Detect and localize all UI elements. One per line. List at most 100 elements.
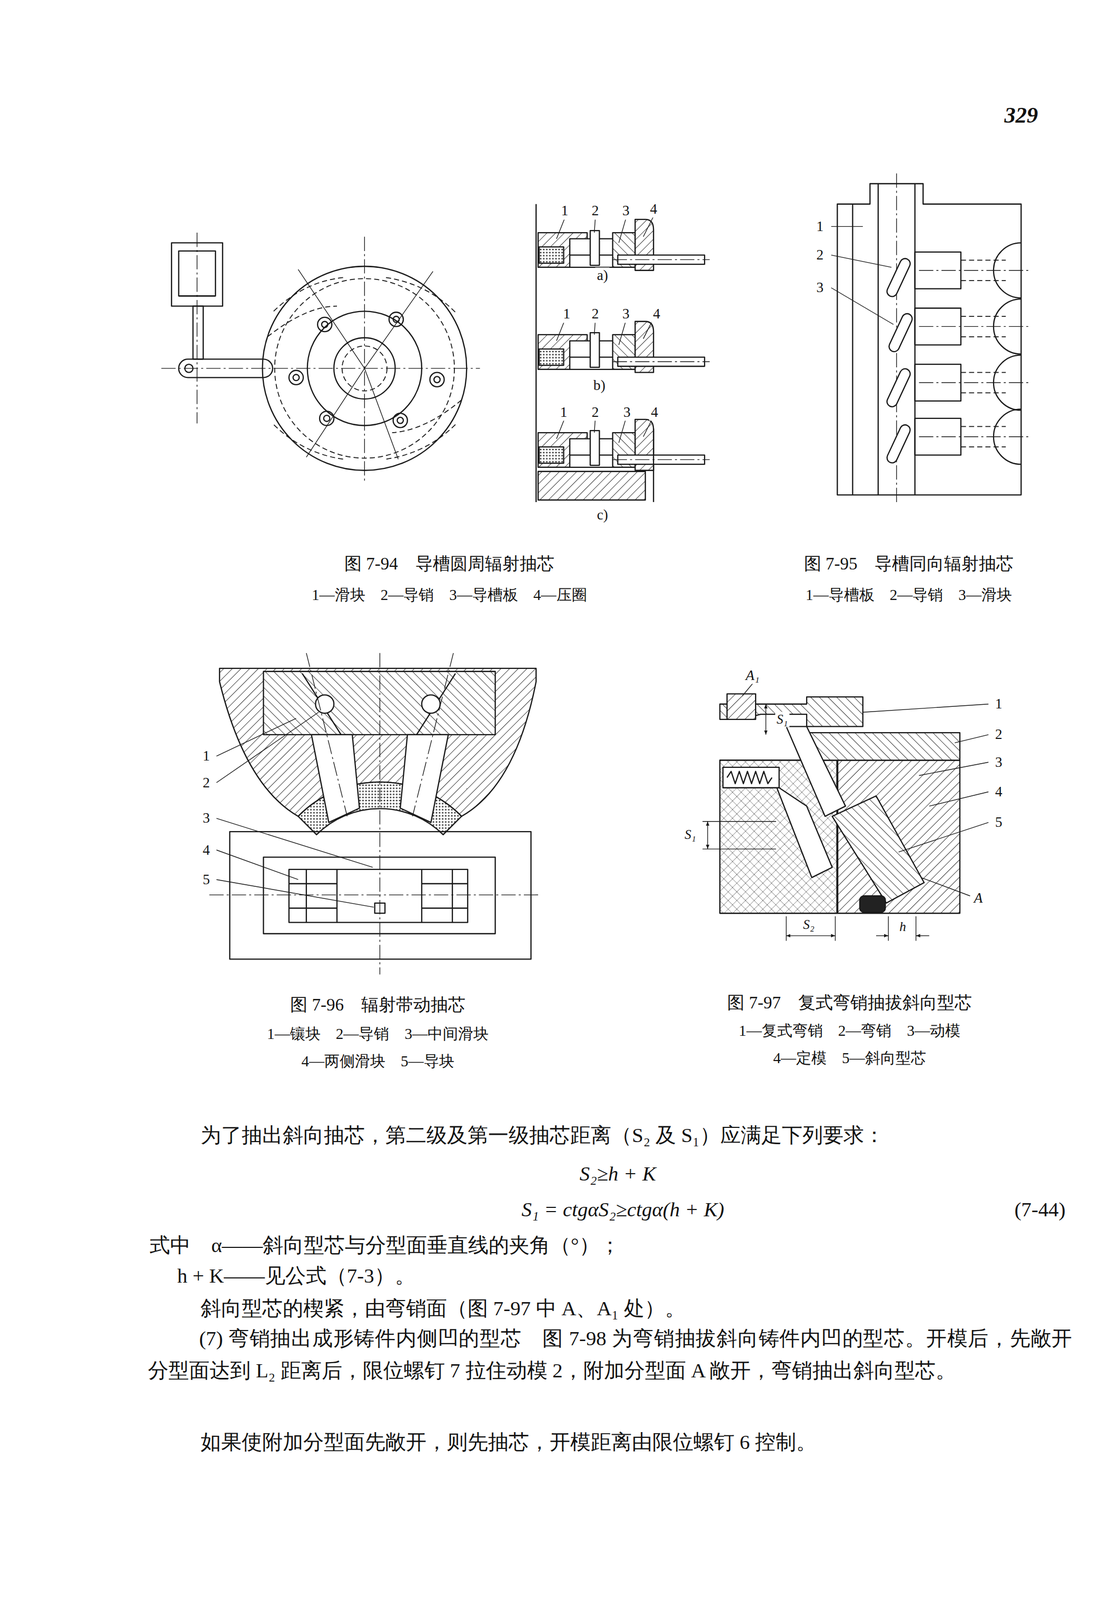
radial-core-plan-part xyxy=(321,321,329,329)
compound-pin-drawing-part xyxy=(727,693,756,720)
body-text: 如果使附加分型面先敞开，则先抽芯，开模距离由限位螺钉 6 控制。 xyxy=(199,1431,819,1455)
compound-pin-drawing-part xyxy=(702,848,777,850)
section-views-part-part xyxy=(618,218,627,244)
callout-number: 3 xyxy=(621,404,633,421)
callout-number: 2 xyxy=(590,404,601,421)
compound-pin-drawing-part xyxy=(776,786,833,878)
compound-pin-drawing-part xyxy=(835,916,836,942)
callout-number: 4 xyxy=(993,783,1005,801)
linked-core-drawing-part xyxy=(416,673,456,736)
section-views-part xyxy=(652,428,654,503)
compound-pin-drawing-part xyxy=(859,896,886,913)
section-views-part xyxy=(538,216,710,271)
linked-core-drawing-part xyxy=(421,907,468,909)
linked-core-drawing-part xyxy=(302,673,342,736)
section-views xyxy=(535,204,710,503)
parallel-core-drawing-part xyxy=(831,226,863,227)
linked-core-drawing-part xyxy=(209,895,542,896)
callout-number: 4 xyxy=(648,201,659,218)
radial-core-plan-part xyxy=(392,400,462,433)
compound-pin-drawing-part xyxy=(765,704,767,736)
section-views-part xyxy=(538,471,646,501)
callout-number: 1 xyxy=(559,203,571,220)
compound-pin-drawing-part xyxy=(722,767,780,789)
callout-number: 1 xyxy=(993,696,1005,713)
compound-pin-drawing-part xyxy=(719,912,960,915)
section-views-part xyxy=(538,416,710,471)
radial-core-plan-part xyxy=(193,306,204,360)
parallel-core-drawing-part xyxy=(915,242,1032,299)
linked-core-drawing-part xyxy=(421,883,468,885)
figure-caption: 图 7-96 辐射带动抽芯 xyxy=(288,995,468,1016)
callout-number: 4 xyxy=(649,404,660,421)
compound-pin-drawing-part xyxy=(876,935,889,937)
body-text: 式中 α——斜向型芯与分型面垂直线的夹角（°）； xyxy=(147,1234,622,1258)
linked-core-drawing-part xyxy=(216,718,296,757)
radial-core-plan-part xyxy=(293,374,300,382)
compound-pin-drawing-part xyxy=(707,821,708,850)
linked-core-drawing-part xyxy=(263,671,495,736)
body-paragraph: (7) 弯销抽出成形铸件内侧凹的型芯 图 7-98 为弯销抽拔斜向铸件内凹的型芯… xyxy=(147,1323,1072,1387)
parallel-core-drawing-part xyxy=(831,288,894,325)
compound-pin-drawing-part xyxy=(702,821,777,822)
view-label: a) xyxy=(595,267,610,284)
linked-core-drawing-part xyxy=(412,653,454,817)
linked-core-drawing-part xyxy=(379,653,381,976)
compound-pin-drawing-part xyxy=(786,916,787,942)
callout-number: 1 xyxy=(815,218,826,235)
linked-core-drawing-part xyxy=(451,869,453,923)
parts-legend: 1—导槽板 2—导销 3—滑块 xyxy=(803,586,1014,604)
linked-core-drawing-part xyxy=(400,735,449,823)
parallel-core-drawing-part xyxy=(887,312,914,354)
parallel-core-drawing-part xyxy=(885,366,912,409)
radial-core-plan-part xyxy=(298,269,365,369)
section-views-part-part xyxy=(643,216,654,237)
section-views-part-part xyxy=(590,230,600,266)
parallel-core-drawing-part xyxy=(851,204,853,496)
callout-number: 4 xyxy=(651,306,662,323)
parallel-core-drawing-part-part xyxy=(960,280,1006,282)
callout-number: 5 xyxy=(201,871,212,889)
figure-caption: 图 7-97 复式弯销抽拔斜向型芯 xyxy=(725,993,974,1014)
compound-pin-drawing-part xyxy=(954,735,989,744)
linked-core-drawing-part xyxy=(289,907,337,909)
parallel-core-drawing-part xyxy=(885,423,912,465)
figure-caption: 图 7-95 导槽同向辐射抽芯 xyxy=(802,554,1016,575)
dimension-label: S₂ xyxy=(801,917,816,933)
dimension-label: h xyxy=(897,919,908,935)
radial-core-plan-part xyxy=(364,368,399,460)
surface-label: A₁ xyxy=(743,667,761,684)
parallel-core-drawing-part xyxy=(915,355,1032,411)
parallel-core-drawing-part xyxy=(877,183,879,495)
compound-pin-drawing-part xyxy=(920,877,970,897)
compound-pin-drawing-part xyxy=(727,771,772,784)
linked-core-drawing xyxy=(209,653,542,976)
compound-pin-drawing-part xyxy=(929,791,989,807)
linked-core-drawing-part xyxy=(374,903,385,914)
section-views-part-part xyxy=(612,259,710,261)
callout-number: 1 xyxy=(561,306,573,323)
surface-label: A xyxy=(972,890,985,907)
callout-number: 3 xyxy=(993,754,1005,771)
page-number: 329 xyxy=(1002,102,1040,129)
radial-core-plan-part xyxy=(433,376,441,383)
compound-pin-drawing-part xyxy=(915,916,917,942)
radial-core-plan-part xyxy=(289,370,304,385)
parts-legend: 4—两侧滑块 5—导块 xyxy=(299,1053,456,1071)
linked-core-drawing-part xyxy=(421,869,423,923)
dimension-label: S₁ xyxy=(775,712,790,728)
section-views-part-part xyxy=(594,218,596,233)
compound-pin-drawing-part xyxy=(832,796,925,904)
view-label: c) xyxy=(595,507,610,524)
parallel-core-drawing xyxy=(831,173,1032,506)
parallel-core-drawing-part-part xyxy=(960,260,1006,262)
compound-pin-drawing-part xyxy=(918,762,989,776)
callout-number: 3 xyxy=(620,203,632,220)
figure-caption: 图 7-94 导槽圆周辐射抽芯 xyxy=(342,554,556,575)
body-text: 为了抽出斜向抽芯，第二级及第一级抽芯距离（S₂ 及 S₁）应满足下列要求： xyxy=(199,1123,887,1148)
callout-number: 2 xyxy=(201,775,212,792)
parallel-core-drawing-part-part xyxy=(918,270,1031,271)
callout-number: 5 xyxy=(993,815,1005,832)
linked-core-drawing-part xyxy=(229,831,531,960)
